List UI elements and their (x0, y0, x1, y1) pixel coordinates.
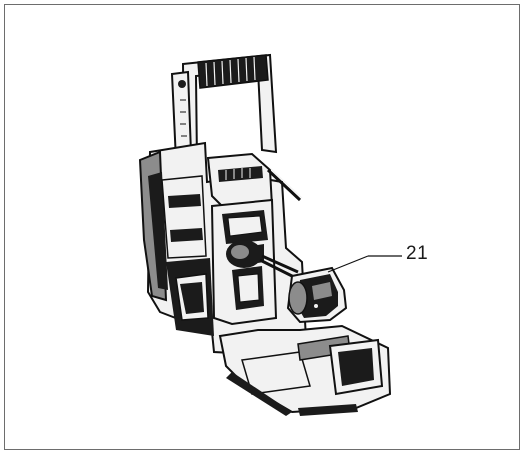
figure-frame (4, 4, 520, 450)
handle-pivot-screw-icon (178, 80, 186, 88)
battery-adapter (259, 254, 348, 324)
callout-number: 21 (406, 243, 429, 264)
callout-leader-line (327, 255, 369, 273)
base-tray (218, 324, 392, 416)
radio-body (138, 141, 308, 356)
